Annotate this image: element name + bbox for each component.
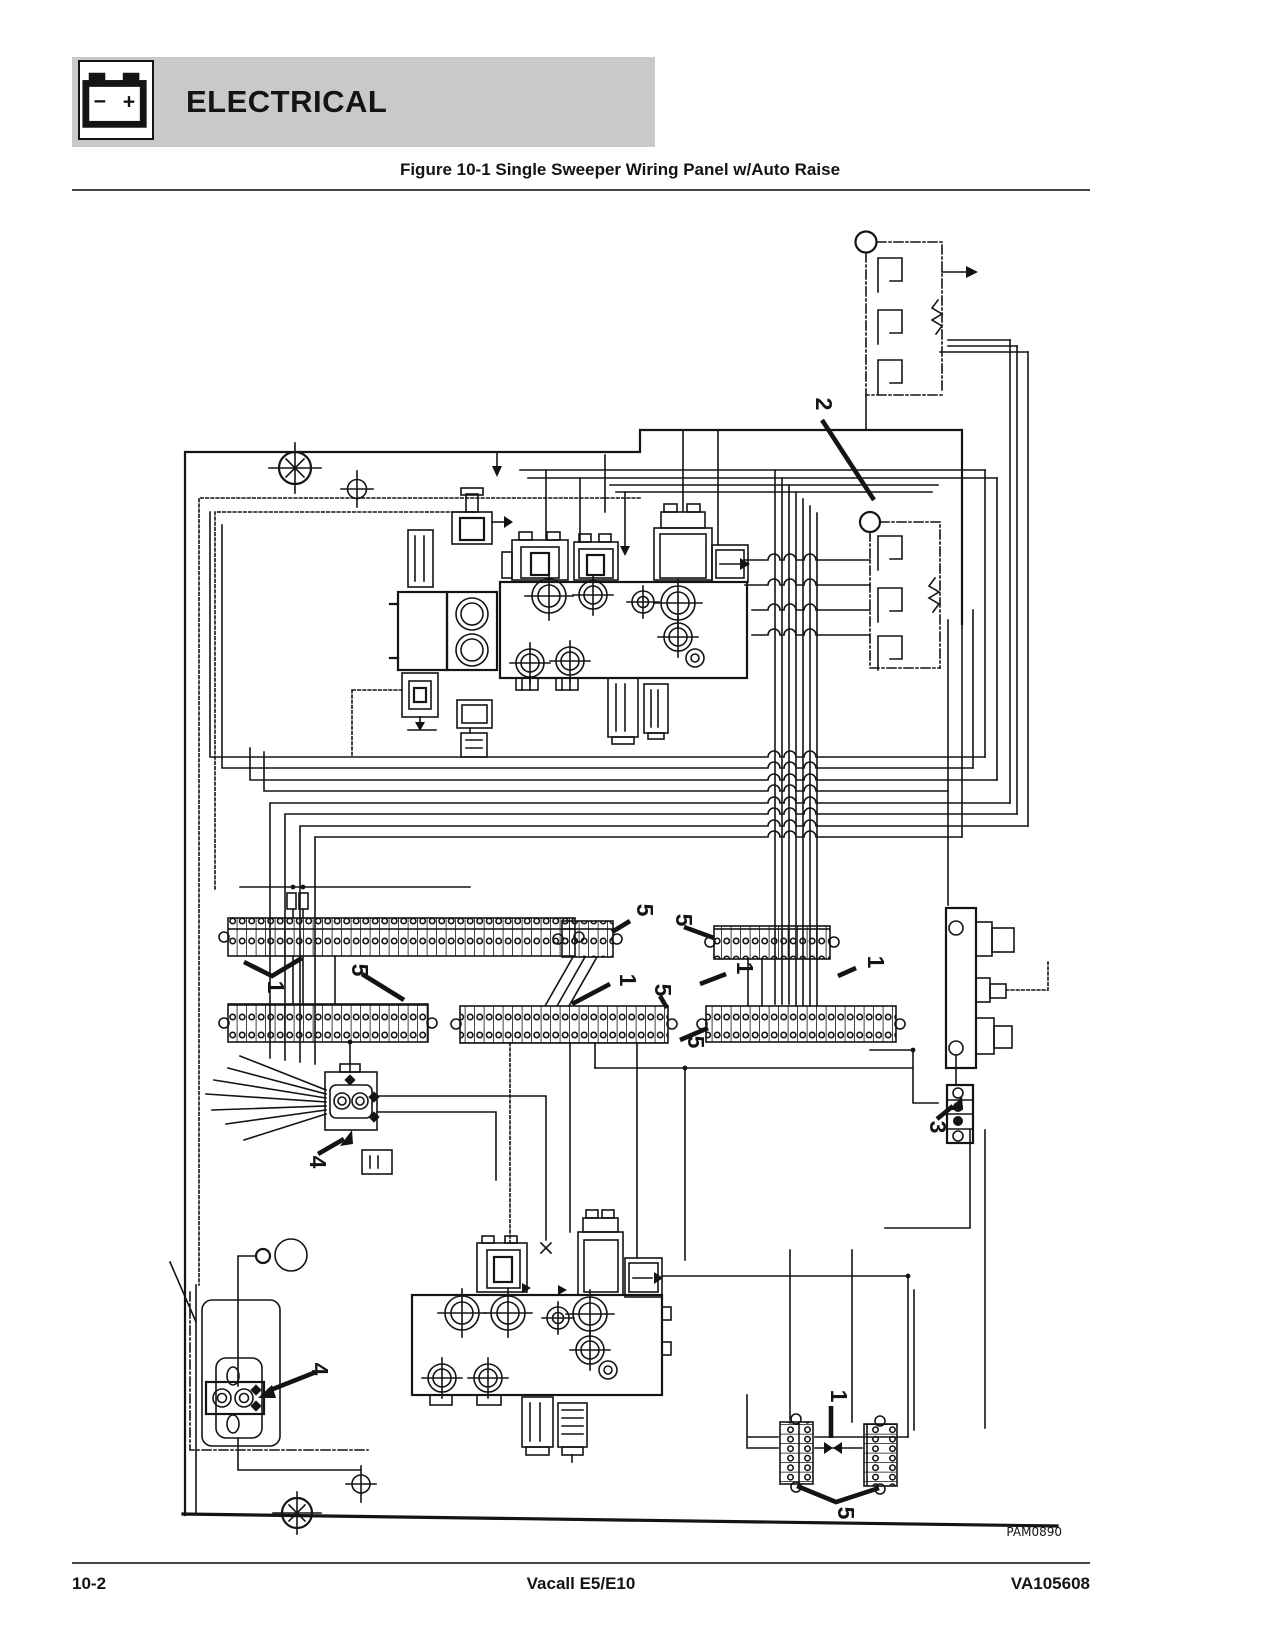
callout-label: 5	[683, 1036, 709, 1049]
battery-plus-label: +	[123, 90, 136, 114]
battery-icon: − +	[78, 60, 154, 140]
terminal-strip	[863, 1415, 898, 1495]
terminal-strip	[218, 917, 585, 957]
callout-label: 5	[671, 914, 697, 927]
model-name: Vacall E5/E10	[526, 1574, 636, 1593]
breaker-group-middle	[858, 510, 941, 671]
connector-lower-left: 4	[168, 1238, 369, 1471]
valve-manifold-lower	[361, 1149, 672, 1463]
terminal-strip	[218, 1003, 438, 1043]
terminal-strips	[218, 884, 913, 1261]
section-title: ELECTRICAL	[186, 84, 388, 119]
page-footer: 10-2 Vacall E5/E10 VA105608	[72, 1574, 1090, 1594]
section-banner: − + ELECTRICAL	[72, 57, 655, 147]
callout-label: 4	[305, 1156, 331, 1169]
breaker-group-top	[854, 230, 1029, 431]
callouts-mid: 1 5 5 5 1 1 1 5 5	[242, 904, 889, 1049]
terminal-strip	[779, 1413, 814, 1493]
bottom-rule	[72, 1562, 1090, 1564]
terminal-strip	[696, 1005, 906, 1043]
callout-2: 2	[811, 398, 876, 502]
callout-label: 2	[811, 398, 837, 411]
callout-label: 3	[925, 1121, 951, 1134]
page-number: 10-2	[72, 1574, 107, 1593]
wire-bundle	[209, 469, 1029, 1065]
callout-label: 1	[615, 974, 641, 987]
mounting-bracket-right	[944, 619, 1049, 1086]
document-number: VA105608	[1010, 1574, 1090, 1593]
terminal-strip	[450, 1005, 678, 1044]
wire-runs-top	[492, 339, 1029, 838]
bottom-right-strips: 1 5	[661, 1129, 971, 1520]
drawing-code: PAM0890	[1006, 1525, 1062, 1539]
mounting-hole-icon	[268, 442, 377, 1535]
terminal-strip	[704, 925, 840, 960]
callout-label: 1	[863, 956, 889, 969]
callout-label: 1	[826, 1390, 852, 1403]
battery-icon-art: − +	[82, 72, 147, 128]
callout-label: 5	[650, 984, 676, 997]
terminal-block-3: 3	[869, 1047, 975, 1145]
callout-label: 1	[263, 981, 289, 994]
valve-manifold-upper	[351, 487, 750, 758]
callout-label: 5	[833, 1507, 859, 1520]
battery-minus-label: −	[94, 90, 107, 114]
relay-connector-upper: 4	[205, 1054, 547, 1241]
terminal-strip	[552, 920, 623, 958]
panel-outline	[181, 428, 1059, 1528]
callout-label: 5	[632, 904, 658, 917]
figure-title: Figure 10-1 Single Sweeper Wiring Panel …	[399, 160, 841, 179]
callout-label: 1	[732, 962, 758, 975]
callout-label: 5	[347, 964, 373, 977]
top-rule	[72, 189, 1090, 191]
